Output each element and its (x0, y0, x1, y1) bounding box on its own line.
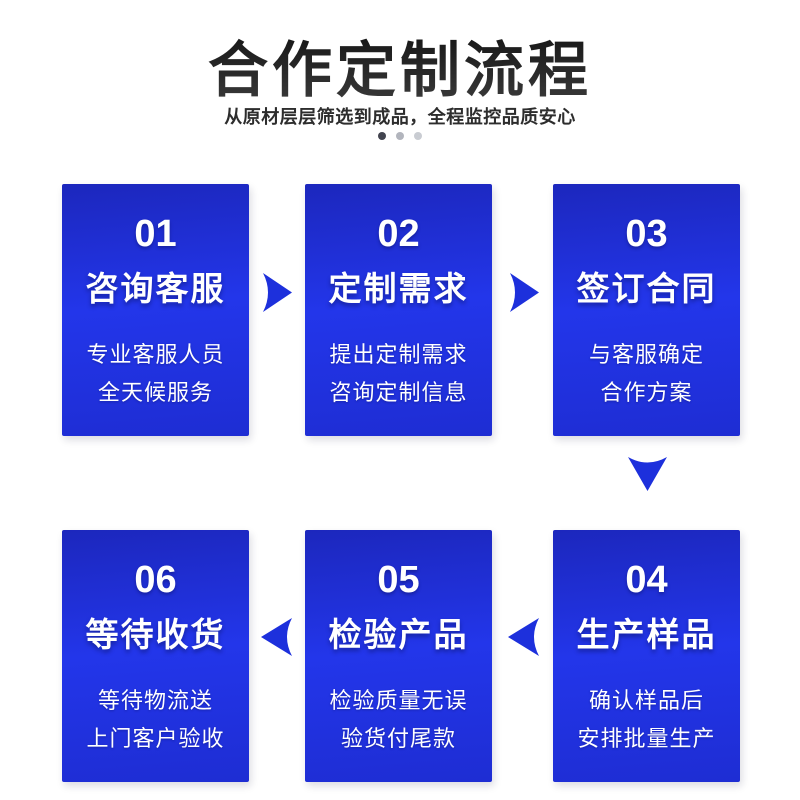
step-title: 生产样品 (576, 616, 717, 653)
step-title: 咨询客服 (85, 270, 226, 307)
step-title: 定制需求 (328, 270, 469, 307)
step-description-line: 与客服确定 (588, 342, 704, 367)
step-number: 03 (625, 213, 668, 255)
step-description-line: 提出定制需求 (329, 342, 468, 367)
step-description-line: 全天候服务 (97, 380, 213, 405)
step-description-line: 专业客服人员 (86, 342, 225, 367)
carousel-dot[interactable] (396, 132, 404, 140)
step-number: 02 (377, 213, 420, 255)
arrow-left-icon (260, 617, 293, 657)
arrow-left-icon (507, 617, 540, 657)
carousel-dots (0, 132, 800, 140)
step-title: 等待收货 (85, 616, 226, 653)
arrow-right-icon (262, 272, 293, 313)
arrow-down-icon (627, 456, 668, 493)
step-description-line: 确认样品后 (588, 688, 704, 713)
step-card-01: 01 咨询客服 专业客服人员 全天候服务 (62, 184, 249, 436)
step-title: 检验产品 (328, 616, 469, 653)
page-subtitle: 从原材层层筛选到成品，全程监控品质安心 (224, 107, 576, 127)
step-description-line: 上门客户验收 (86, 726, 225, 751)
arrow-right-icon (509, 272, 540, 313)
step-number: 01 (134, 213, 177, 255)
step-number: 04 (625, 559, 668, 601)
step-description-line: 合作方案 (600, 380, 693, 405)
step-description-line: 验货付尾款 (340, 726, 456, 751)
step-card-02: 02 定制需求 提出定制需求 咨询定制信息 (305, 184, 492, 436)
step-number: 05 (377, 559, 420, 601)
step-card-05: 05 检验产品 检验质量无误 验货付尾款 (305, 530, 492, 782)
step-number: 06 (134, 559, 177, 601)
step-description-line: 等待物流送 (97, 688, 213, 713)
step-description-line: 咨询定制信息 (329, 380, 468, 405)
carousel-dot-active[interactable] (378, 132, 386, 140)
step-description-line: 检验质量无误 (329, 688, 468, 713)
step-title: 签订合同 (576, 270, 717, 307)
step-card-06: 06 等待收货 等待物流送 上门客户验收 (62, 530, 249, 782)
page-title: 合作定制流程 (0, 22, 800, 109)
step-description-line: 安排批量生产 (577, 726, 716, 751)
step-card-03: 03 签订合同 与客服确定 合作方案 (553, 184, 740, 436)
carousel-dot[interactable] (414, 132, 422, 140)
step-card-04: 04 生产样品 确认样品后 安排批量生产 (553, 530, 740, 782)
